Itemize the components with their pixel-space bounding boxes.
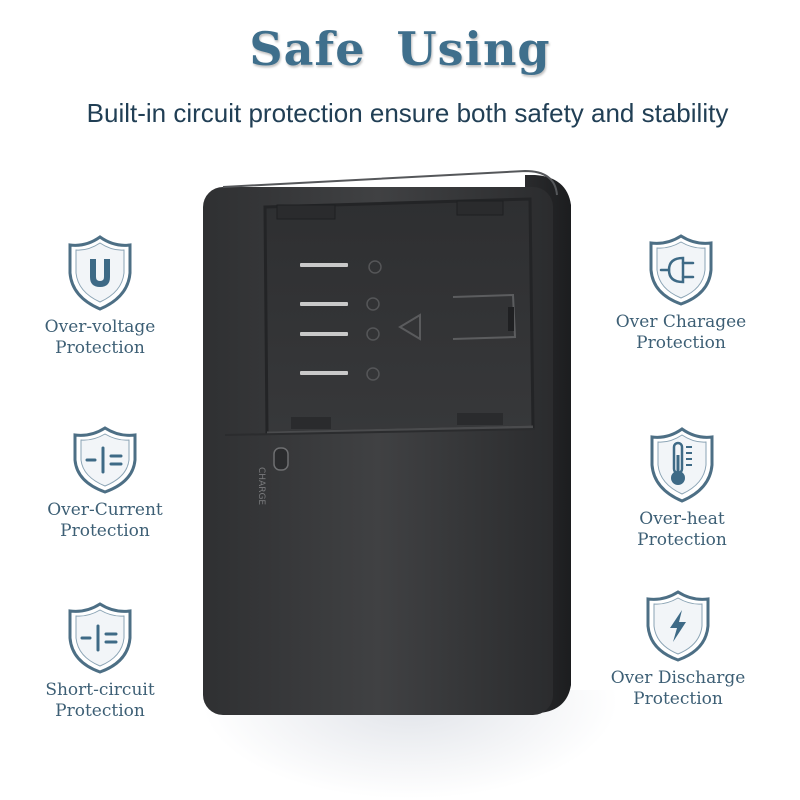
feature-over-heat: Over-heat Protection [592, 425, 772, 551]
feature-short-circuit-line2: Protection [55, 701, 145, 721]
feature-over-current-line1: Over-Current [47, 500, 163, 520]
feature-over-discharge-line2: Protection [633, 689, 723, 709]
shield-u-icon [68, 235, 132, 311]
shield-lightning-icon [646, 590, 710, 662]
feature-over-charge-line1: Over Charagee [615, 312, 747, 332]
feature-short-circuit-line1: Short-circuit [45, 680, 155, 700]
shield-current-icon [73, 426, 137, 494]
feature-over-voltage: Over-voltage Protection [10, 233, 190, 359]
shield-plug-icon [649, 234, 713, 306]
feature-over-charge: Over Charagee Protection [591, 232, 771, 354]
charge-led-label: CHARGE [256, 467, 266, 505]
feature-over-discharge-line1: Over Discharge [610, 668, 746, 688]
feature-short-circuit: Short-circuit Protection [10, 600, 190, 722]
shield-thermometer-icon [650, 427, 714, 503]
page-subtitle: Built-in circuit protection ensure both … [86, 98, 729, 128]
feature-over-charge-line2: Protection [636, 333, 726, 353]
page-title: Safe Using [249, 22, 551, 76]
feature-over-voltage-line2: Protection [55, 338, 145, 358]
charger-image: CHARGE [203, 169, 571, 715]
feature-over-discharge: Over Discharge Protection [588, 588, 768, 710]
feature-over-voltage-line1: Over-voltage [44, 317, 156, 337]
feature-over-current: Over-Current Protection [15, 424, 195, 542]
feature-over-heat-line1: Over-heat [639, 509, 725, 529]
feature-over-heat-line2: Protection [637, 530, 727, 550]
shield-circuit-icon [68, 602, 132, 674]
feature-over-current-line2: Protection [60, 521, 150, 541]
